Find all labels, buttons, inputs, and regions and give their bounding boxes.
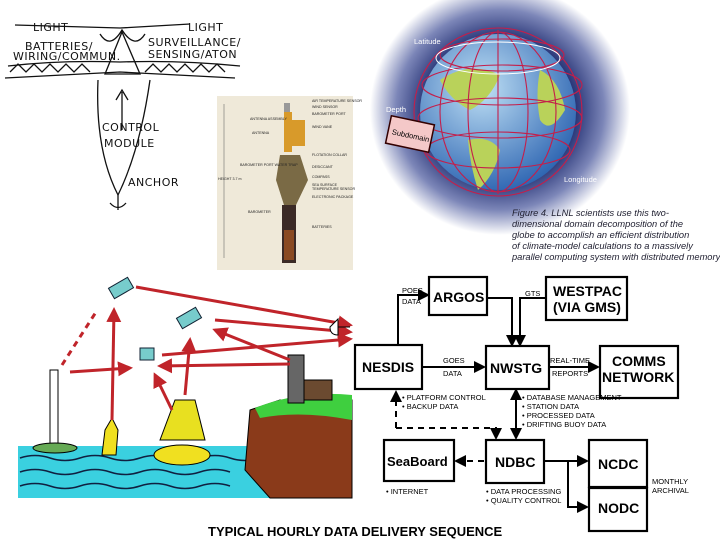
globe-figure: Subdomain Latitude Depth Longitude bbox=[370, 0, 630, 235]
buoy-photo bbox=[217, 96, 353, 270]
westpac-sub-label: (VIA GMS) bbox=[553, 299, 621, 315]
diagram-title: TYPICAL HOURLY DATA DELIVERY SEQUENCE bbox=[208, 524, 503, 539]
svg-text:• INTERNET: • INTERNET bbox=[386, 487, 429, 496]
svg-text:parallel computing system with: parallel computing system with distribut… bbox=[511, 252, 720, 262]
longitude-label: Longitude bbox=[564, 175, 597, 184]
network-label: NETWORK bbox=[602, 369, 674, 385]
depth-label: Depth bbox=[386, 105, 406, 114]
ocean-scene bbox=[18, 276, 353, 499]
svg-text:SEA SURFACE: SEA SURFACE bbox=[312, 183, 338, 187]
svg-text:WIND SENSOR: WIND SENSOR bbox=[312, 105, 338, 109]
globe-caption: Figure 4. LLNL scientists use this two- … bbox=[511, 208, 720, 262]
svg-text:ARCHIVAL: ARCHIVAL bbox=[652, 486, 689, 495]
svg-text:• BACKUP DATA: • BACKUP DATA bbox=[402, 402, 458, 411]
svg-text:DATA: DATA bbox=[443, 369, 462, 378]
svg-text:REPORTS: REPORTS bbox=[552, 369, 588, 378]
svg-text:COMPASS: COMPASS bbox=[312, 175, 330, 179]
buoy-concept-sketch bbox=[4, 23, 241, 210]
svg-text:FLOTATION COLLAR: FLOTATION COLLAR bbox=[312, 153, 347, 157]
satellite-icon bbox=[139, 347, 155, 361]
svg-text:GOES: GOES bbox=[443, 356, 465, 365]
svg-text:globe to accomplish an efficie: globe to accomplish an efficient distrib… bbox=[512, 230, 689, 240]
svg-text:BATTERIES: BATTERIES bbox=[312, 225, 332, 229]
svg-text:BAROMETER: BAROMETER bbox=[248, 210, 271, 214]
argos-box bbox=[427, 275, 489, 317]
satellite-dish-icon bbox=[329, 317, 350, 336]
buoy-height-label: HEIGHT 3.7 m bbox=[218, 177, 242, 181]
svg-text:dimensional domain decompositi: dimensional domain decomposition of the bbox=[512, 219, 683, 229]
svg-text:BAROMETER PORT WATER TRAP: BAROMETER PORT WATER TRAP bbox=[240, 163, 298, 167]
svg-text:ANTENNA ASSEMBLY: ANTENNA ASSEMBLY bbox=[250, 117, 287, 121]
sketch-control-label: CONTROL bbox=[102, 121, 160, 134]
svg-text:• PLATFORM CONTROL: • PLATFORM CONTROL bbox=[402, 393, 486, 402]
svg-text:REAL-TIME: REAL-TIME bbox=[550, 356, 590, 365]
subdomain-box bbox=[384, 114, 436, 154]
latitude-label: Latitude bbox=[414, 37, 441, 46]
comms-network-box bbox=[598, 344, 680, 400]
svg-text:• PROCESSED DATA: • PROCESSED DATA bbox=[522, 411, 595, 420]
westpac-box bbox=[544, 275, 629, 322]
svg-text:GTS: GTS bbox=[525, 289, 540, 298]
svg-text:DATA: DATA bbox=[402, 297, 421, 306]
sketch-module-label: MODULE bbox=[104, 137, 155, 150]
sketch-left-label-2: WIRING/COMMUN. bbox=[13, 50, 121, 63]
svg-text:• STATION DATA: • STATION DATA bbox=[522, 402, 579, 411]
svg-text:DESICCANT: DESICCANT bbox=[312, 165, 334, 169]
svg-text:Figure 4. LLNL scientists use: Figure 4. LLNL scientists use this two- bbox=[512, 208, 669, 218]
svg-text:AIR TEMPERATURE SENSOR: AIR TEMPERATURE SENSOR bbox=[312, 99, 362, 103]
sketch-light-right: LIGHT bbox=[188, 21, 223, 34]
ndbc-label: NDBC bbox=[495, 454, 535, 470]
nodc-label: NODC bbox=[598, 500, 639, 516]
nesdis-label: NESDIS bbox=[362, 359, 414, 375]
sketch-light-left: LIGHT bbox=[33, 21, 68, 34]
sketch-right-label-2: SENSING/ATON bbox=[148, 48, 237, 61]
westpac-label: WESTPAC bbox=[553, 283, 622, 299]
ndbc-box bbox=[484, 438, 546, 485]
svg-text:BAROMETER PORT: BAROMETER PORT bbox=[312, 112, 346, 116]
comms-label: COMMS bbox=[612, 353, 666, 369]
nwstg-box bbox=[484, 344, 551, 391]
satellite-icon bbox=[107, 276, 135, 300]
sketch-left-label-1: BATTERIES/ bbox=[25, 40, 93, 53]
svg-text:• DATA PROCESSING: • DATA PROCESSING bbox=[486, 487, 561, 496]
svg-text:WIND VANE: WIND VANE bbox=[312, 125, 333, 129]
buoy-photo-labels: AIR TEMPERATURE SENSOR WIND SENSOR BAROM… bbox=[218, 99, 362, 229]
seaboard-label: SeaBoard bbox=[387, 454, 448, 469]
ncdc-label: NCDC bbox=[598, 456, 638, 472]
svg-text:of climate-model calculations: of climate-model calculations to a massi… bbox=[512, 241, 694, 251]
data-flow-diagram: NESDIS ARGOS WESTPAC (VIA GMS) NWSTG COM… bbox=[208, 275, 689, 539]
sketch-right-label-1: SURVEILLANCE/ bbox=[148, 36, 241, 49]
nesdis-box bbox=[353, 343, 424, 391]
seaboard-box bbox=[382, 438, 456, 483]
svg-text:ELECTRONIC PACKAGE: ELECTRONIC PACKAGE bbox=[312, 195, 354, 199]
svg-text:MONTHLY: MONTHLY bbox=[652, 477, 688, 486]
svg-text:• QUALITY CONTROL: • QUALITY CONTROL bbox=[486, 496, 561, 505]
nwstg-label: NWSTG bbox=[490, 360, 542, 376]
svg-text:POES: POES bbox=[402, 286, 423, 295]
satellite-icon bbox=[175, 306, 203, 330]
svg-text:• DATABASE MANAGEMENT: • DATABASE MANAGEMENT bbox=[522, 393, 622, 402]
svg-text:• DRIFTING BUOY DATA: • DRIFTING BUOY DATA bbox=[522, 420, 606, 429]
nodc-box bbox=[587, 486, 649, 533]
svg-text:TEMPERATURE SENSOR: TEMPERATURE SENSOR bbox=[312, 187, 355, 191]
argos-label: ARGOS bbox=[433, 289, 484, 305]
svg-text:ANTENNA: ANTENNA bbox=[252, 131, 270, 135]
sketch-anchor-label: ANCHOR bbox=[128, 176, 179, 189]
